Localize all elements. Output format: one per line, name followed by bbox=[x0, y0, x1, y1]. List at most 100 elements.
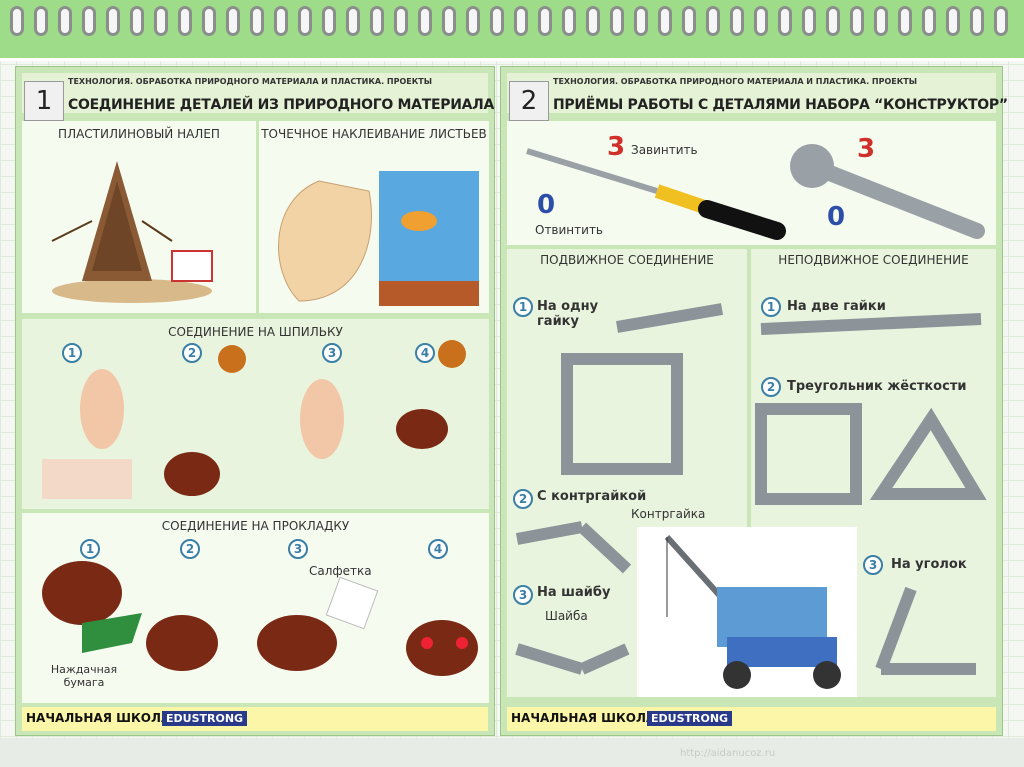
leaf-icon bbox=[278, 171, 479, 306]
spiral-ring-icon bbox=[730, 6, 744, 36]
spiral-ring-icon bbox=[34, 6, 48, 36]
crane-icon bbox=[664, 534, 841, 689]
spiral-ring-icon bbox=[466, 6, 480, 36]
poster-title: СОЕДИНЕНИЕ ДЕТАЛЕЙ ИЗ ПРИРОДНОГО МАТЕРИА… bbox=[68, 97, 495, 113]
poster-subtitle: ТЕХНОЛОГИЯ. ОБРАБОТКА ПРИРОДНОГО МАТЕРИА… bbox=[553, 77, 917, 86]
spiral-ring-icon bbox=[394, 6, 408, 36]
spiral-ring-icon bbox=[274, 6, 288, 36]
spiral-ring-icon bbox=[778, 6, 792, 36]
step-3: 3 bbox=[513, 585, 533, 605]
spiral-ring-icon bbox=[442, 6, 456, 36]
step-2: 2 bbox=[182, 343, 202, 363]
panel-screwing: Завинтить Отвинтить 3 0 3 0 bbox=[507, 121, 996, 245]
step-3: 3 bbox=[322, 343, 342, 363]
spiral-ring-icon bbox=[226, 6, 240, 36]
spiral-ring-icon bbox=[538, 6, 552, 36]
caption-pin-joint: СОЕДИНЕНИЕ НА ШПИЛЬКУ bbox=[168, 325, 343, 339]
spiral-ring-icon bbox=[82, 6, 96, 36]
spiral-ring-icon bbox=[58, 6, 72, 36]
svg-text:0: 0 bbox=[827, 202, 845, 232]
label-one-nut: На одну гайку bbox=[537, 299, 599, 329]
svg-text:0: 0 bbox=[537, 190, 555, 220]
chestnut-icon bbox=[42, 561, 478, 676]
spiral-ring-icon bbox=[346, 6, 360, 36]
spiral-ring-icon bbox=[826, 6, 840, 36]
panel-leaf-glue: ТОЧЕЧНОЕ НАКЛЕИВАНИЕ ЛИСТЬЕВ bbox=[259, 121, 489, 313]
spiral-ring-icon bbox=[850, 6, 864, 36]
panel-pad-joint: СОЕДИНЕНИЕ НА ПРОКЛАДКУ 1 2 3 4 Салфетка… bbox=[22, 513, 489, 703]
spiral-ring-icon bbox=[178, 6, 192, 36]
panel-crane bbox=[637, 527, 857, 697]
spiral-ring-icon bbox=[898, 6, 912, 36]
step-4: 4 bbox=[415, 343, 435, 363]
step-1: 1 bbox=[761, 297, 781, 317]
spiral-ring-icon bbox=[586, 6, 600, 36]
spiral-ring-icon bbox=[202, 6, 216, 36]
step-1: 1 bbox=[62, 343, 82, 363]
label-sandpaper: Наждачная бумага bbox=[50, 663, 118, 689]
spiral-ring-icon bbox=[250, 6, 264, 36]
poster-natural-materials: 1 ТЕХНОЛОГИЯ. ОБРАБОТКА ПРИРОДНОГО МАТЕР… bbox=[15, 66, 495, 736]
label-triangle: Треугольник жёсткости bbox=[787, 379, 967, 394]
spiral-ring-icon bbox=[706, 6, 720, 36]
poster-construction-set: 2 ТЕХНОЛОГИЯ. ОБРАБОТКА ПРИРОДНОГО МАТЕР… bbox=[500, 66, 1008, 736]
spiral-ring-icon bbox=[106, 6, 120, 36]
step-4: 4 bbox=[428, 539, 448, 559]
label-screw-in: Завинтить bbox=[631, 143, 698, 157]
spiral-ring-icon bbox=[490, 6, 504, 36]
spiral-ring-icon bbox=[658, 6, 672, 36]
poster-header bbox=[22, 73, 488, 113]
wrench-icon: 3 0 bbox=[790, 134, 985, 239]
label-washer: Шайба bbox=[545, 609, 588, 623]
step-2: 2 bbox=[180, 539, 200, 559]
metal-strip-icon bbox=[515, 303, 724, 675]
footer-school: НАЧАЛЬНАЯ ШКОЛА bbox=[511, 711, 656, 725]
poster-header bbox=[507, 73, 996, 113]
footer-brand: EDUSTRONG bbox=[162, 711, 248, 726]
spiral-ring-icon bbox=[970, 6, 984, 36]
poster-number: 1 bbox=[24, 81, 64, 121]
svg-text:3: 3 bbox=[857, 134, 875, 164]
spiral-ring-icon bbox=[562, 6, 576, 36]
caption-fixed: НЕПОДВИЖНОЕ СОЕДИНЕНИЕ bbox=[778, 253, 969, 267]
spiral-binding bbox=[0, 0, 1024, 61]
label-screw-out: Отвинтить bbox=[535, 223, 604, 237]
poster-footer: НАЧАЛЬНАЯ ШКОЛА EDUSTRONG bbox=[507, 707, 996, 731]
spiral-ring-icon bbox=[802, 6, 816, 36]
spiral-ring-icon bbox=[370, 6, 384, 36]
panel-plasticine: ПЛАСТИЛИНОВЫЙ НАЛЕП bbox=[22, 121, 256, 313]
step-1: 1 bbox=[80, 539, 100, 559]
poster-number: 2 bbox=[509, 81, 549, 121]
spiral-ring-icon bbox=[154, 6, 168, 36]
spiral-ring-icon bbox=[298, 6, 312, 36]
spiral-ring-icon bbox=[322, 6, 336, 36]
bottom-strip bbox=[0, 738, 1024, 767]
spiral-ring-icon bbox=[130, 6, 144, 36]
footer-school: НАЧАЛЬНАЯ ШКОЛА bbox=[26, 711, 171, 725]
spiral-ring-icon bbox=[634, 6, 648, 36]
screwdriver-icon: 3 0 bbox=[526, 132, 786, 240]
caption-movable: ПОДВИЖНОЕ СОЕДИНЕНИЕ bbox=[540, 253, 714, 267]
poster-footer: НАЧАЛЬНАЯ ШКОЛА EDUSTRONG bbox=[22, 707, 488, 731]
label-locknut: Контргайка bbox=[631, 507, 706, 521]
spiral-ring-icon bbox=[418, 6, 432, 36]
step-3: 3 bbox=[288, 539, 308, 559]
spiral-ring-icon bbox=[994, 6, 1008, 36]
panel-pin-joint: СОЕДИНЕНИЕ НА ШПИЛЬКУ 1 2 3 4 bbox=[22, 319, 489, 509]
step-2: 2 bbox=[761, 377, 781, 397]
step-3: 3 bbox=[863, 555, 883, 575]
caption-pad-joint: СОЕДИНЕНИЕ НА ПРОКЛАДКУ bbox=[161, 519, 350, 533]
spiral-ring-icon bbox=[682, 6, 696, 36]
spiral-ring-icon bbox=[610, 6, 624, 36]
label-two-nuts: На две гайки bbox=[787, 299, 886, 314]
step-1: 1 bbox=[513, 297, 533, 317]
spiral-ring-icon bbox=[754, 6, 768, 36]
spiral-ring-icon bbox=[946, 6, 960, 36]
caption-leaf-glue: ТОЧЕЧНОЕ НАКЛЕИВАНИЕ ЛИСТЬЕВ bbox=[261, 127, 487, 141]
label-corner: На уголок bbox=[891, 557, 967, 572]
poster-subtitle: ТЕХНОЛОГИЯ. ОБРАБОТКА ПРИРОДНОГО МАТЕРИА… bbox=[68, 77, 432, 86]
spiral-ring-icon bbox=[514, 6, 528, 36]
label-locknut-method: С контргайкой bbox=[537, 489, 647, 504]
footer-brand: EDUSTRONG bbox=[647, 711, 733, 726]
spiral-ring-icon bbox=[10, 6, 24, 36]
